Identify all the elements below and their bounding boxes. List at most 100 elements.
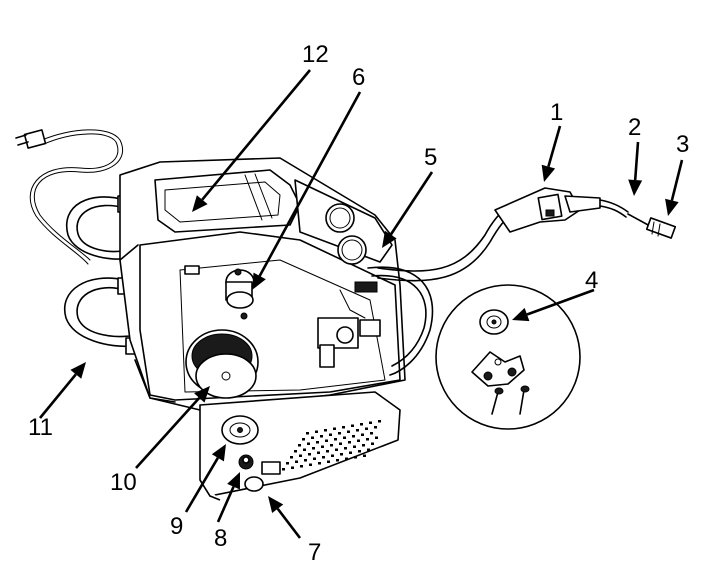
vent-slot [316, 441, 319, 444]
vent-slot [282, 468, 285, 471]
vent-slot [339, 442, 342, 445]
callout-6-arrow-head [252, 272, 266, 290]
vent-slot [357, 439, 360, 442]
vent-slot [338, 432, 341, 435]
screw-icon [491, 385, 530, 415]
vent-slot [295, 460, 298, 463]
vent-slot [378, 420, 381, 423]
callout-10-arrow [135, 386, 210, 469]
vent-slot [329, 433, 332, 436]
callout-10-arrow-shaft [135, 397, 201, 469]
callout-5-arrow-head [382, 230, 397, 248]
vent-slot [331, 454, 334, 457]
vent-slot [366, 438, 369, 441]
vent-slot [302, 438, 305, 441]
callout-9-arrow-shaft [184, 457, 220, 513]
callout-7-arrow [268, 496, 302, 539]
vent-slot [317, 451, 320, 454]
vent-slot [304, 459, 307, 462]
vent-slot [324, 429, 327, 432]
drive-roller-icon [479, 309, 509, 335]
callout-8-arrow [216, 472, 240, 523]
vent-slot [365, 427, 368, 430]
vent-slot [352, 435, 355, 438]
callout-8-arrow-head [227, 472, 240, 490]
callout-8-label: 8 [214, 525, 227, 552]
vent-slot [361, 433, 364, 436]
vent-slot [299, 454, 302, 457]
callout-1-arrow-head [541, 164, 556, 182]
callout-3-arrow-shaft [670, 159, 684, 201]
vent-slot [300, 465, 303, 468]
callout-9-label: 9 [170, 513, 183, 540]
vent-slot [308, 453, 311, 456]
callout-12-label: 12 [302, 41, 329, 68]
callout-2-arrow-head [628, 179, 643, 196]
callout-1-arrow [541, 125, 562, 182]
vent-slot [375, 436, 378, 439]
vent-slot [374, 426, 377, 429]
vent-slot [347, 430, 350, 433]
callout-1-label: 1 [550, 99, 563, 126]
vent-slot [335, 448, 338, 451]
vent-slot [333, 427, 336, 430]
callout-arrows [38, 69, 684, 539]
spool-knob [238, 454, 254, 470]
vent-slot [351, 424, 354, 427]
callout-7-arrow-shaft [276, 507, 302, 539]
callout-4-arrow-shaft [526, 288, 595, 316]
vent-slot [286, 462, 289, 465]
contact-tip-lead [599, 199, 677, 239]
spool-disc [221, 415, 259, 445]
vent-slot [311, 436, 314, 439]
vent-slot [322, 456, 325, 459]
callout-9-arrow-head [211, 444, 226, 462]
vent-slot [367, 448, 370, 451]
vent-slot [349, 451, 352, 454]
vent-slot [326, 450, 329, 453]
callout-8-arrow-shaft [216, 486, 235, 523]
vent-slot [340, 453, 343, 456]
callout-5-arrow [382, 171, 434, 248]
callout-11-label: 11 [28, 414, 53, 441]
detail-inset [435, 284, 581, 430]
vent-slot [313, 457, 316, 460]
vent-slot [321, 445, 324, 448]
vent-slot [325, 439, 328, 442]
vent-slot [356, 429, 359, 432]
power-cord [15, 129, 123, 265]
callout-3-label: 3 [676, 131, 689, 158]
welding-gun [494, 187, 601, 233]
vent-slot [327, 460, 330, 463]
callout-6-arrow-shaft [258, 91, 362, 277]
vent-slot [354, 456, 357, 459]
callout-6-arrow [252, 91, 362, 290]
callout-6-label: 6 [352, 64, 365, 91]
vent-slot [307, 442, 310, 445]
callout-labels: 1 2 3 4 5 6 7 8 9 10 11 12 [28, 41, 689, 566]
vent-slot [370, 432, 373, 435]
callout-10-label: 10 [110, 469, 137, 496]
vent-slot [358, 450, 361, 453]
wire-feed-mechanism [317, 281, 381, 368]
vent-slot [345, 457, 348, 460]
vent-slot [362, 444, 365, 447]
vent-slot [294, 450, 297, 453]
plug-icon [15, 129, 47, 149]
vent-slot [309, 463, 312, 466]
vent-slot [343, 436, 346, 439]
vent-slot [369, 421, 372, 424]
callout-5-label: 5 [424, 144, 437, 171]
callout-4-arrow-head [512, 307, 530, 322]
vent-slot [290, 456, 293, 459]
vent-slot [291, 466, 294, 469]
callout-1-arrow-shaft [547, 125, 562, 167]
callout-7-label: 7 [308, 539, 321, 566]
vent-slot [312, 447, 315, 450]
wire-spool [185, 329, 259, 399]
callout-11-arrow-head [70, 362, 86, 379]
callout-3-arrow [665, 159, 684, 216]
end-cap [244, 461, 281, 492]
vent-slot [342, 426, 345, 429]
callout-10-arrow-head [194, 386, 210, 403]
